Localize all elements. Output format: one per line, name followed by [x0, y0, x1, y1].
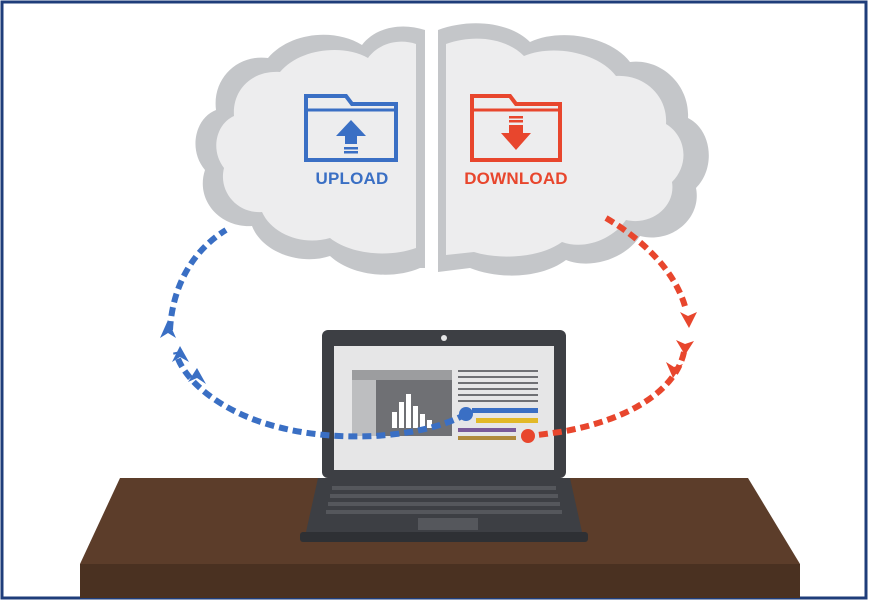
laptop [300, 330, 588, 542]
cloud-left [195, 26, 425, 275]
upload-label: UPLOAD [316, 169, 389, 188]
download-label: DOWNLOAD [464, 169, 568, 188]
arrow-down-icon [666, 362, 683, 378]
folder-download-icon [470, 94, 562, 162]
arrow-up-icon [188, 368, 206, 384]
cloud-right [438, 23, 709, 276]
arrow-down-icon [680, 312, 697, 328]
upload-start-dot [459, 407, 473, 421]
arrow-up-icon [160, 320, 176, 338]
folder-upload-icon [304, 94, 398, 162]
download-path [521, 215, 697, 443]
download-end-dot [521, 429, 535, 443]
webcam-icon [441, 335, 447, 341]
arrow-up-icon [172, 346, 189, 362]
arrow-down-icon [676, 340, 694, 355]
upload-path [160, 227, 473, 440]
